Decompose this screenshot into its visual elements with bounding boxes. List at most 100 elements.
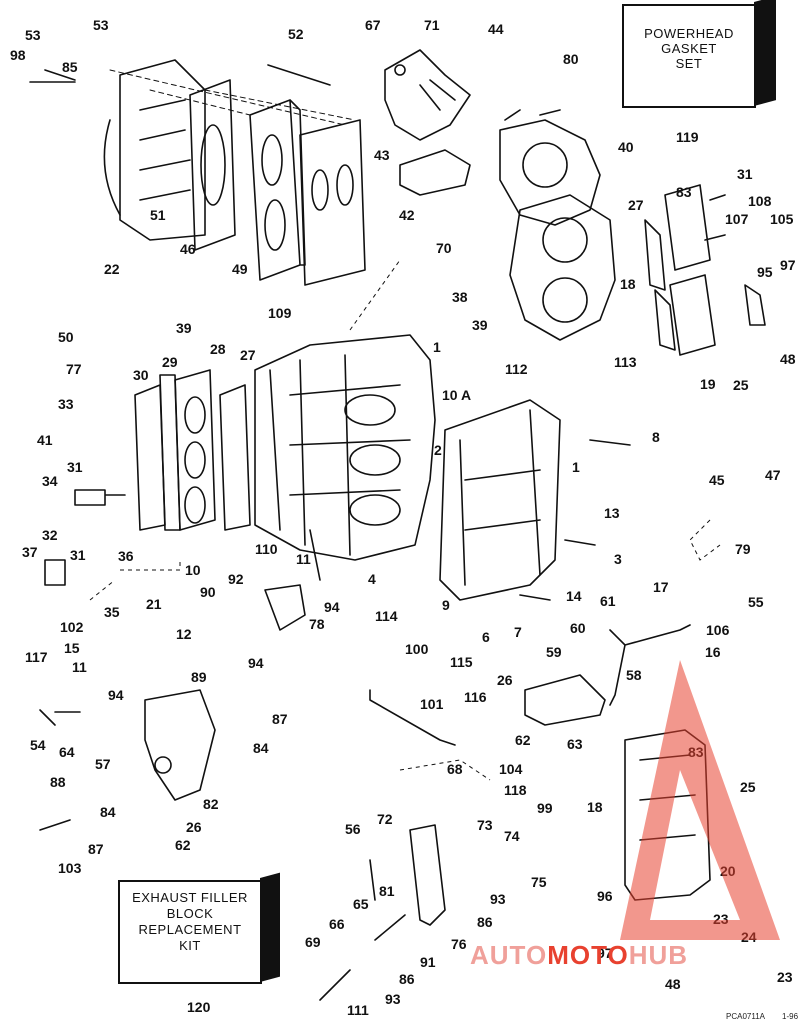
callout-label: 32 xyxy=(42,527,58,543)
callout-label: 83 xyxy=(676,184,692,200)
exhaust-filler-kit-box: EXHAUST FILLER BLOCK REPLACEMENT KIT xyxy=(118,872,280,984)
callout-label: 75 xyxy=(531,874,547,890)
callout-label: 33 xyxy=(58,396,74,412)
callout-label: 78 xyxy=(309,616,325,632)
callout-label: 43 xyxy=(374,147,390,163)
watermark-text: AUTOMOTOHUB xyxy=(470,940,688,971)
callout-label: 106 xyxy=(706,622,730,638)
callout-label: 53 xyxy=(93,17,109,33)
head-gasket-27 xyxy=(509,194,616,341)
callout-label: 27 xyxy=(240,347,256,363)
callout-label: 88 xyxy=(50,774,66,790)
watermark-part-hub: HUB xyxy=(628,940,689,970)
callout-label: 119 xyxy=(676,129,699,145)
callout-label: 68 xyxy=(447,761,463,777)
callout-label: 52 xyxy=(288,26,304,42)
callout-label: 50 xyxy=(58,329,74,345)
callout-label: 118 xyxy=(504,782,527,798)
callout-label: 86 xyxy=(399,971,415,987)
callout-label: 86 xyxy=(477,914,493,930)
callout-label: 6 xyxy=(482,629,490,645)
crankcase-half xyxy=(439,399,561,601)
callout-label: 31 xyxy=(70,547,86,563)
callout-label: 74 xyxy=(504,828,520,844)
callout-label: 94 xyxy=(324,599,340,615)
box-line: REPLACEMENT xyxy=(138,922,242,937)
callout-label: 92 xyxy=(228,571,244,587)
callout-label: 25 xyxy=(733,377,749,393)
page-number: 1-96 xyxy=(782,1012,799,1021)
callout-label: 104 xyxy=(499,761,523,777)
callout-label: 39 xyxy=(472,317,488,333)
callout-label: 70 xyxy=(436,240,452,256)
callout-label: 1 xyxy=(572,459,580,475)
callout-label: 77 xyxy=(66,361,82,377)
callout-label: 31 xyxy=(737,166,753,182)
callout-label: 48 xyxy=(665,976,681,992)
callout-label: 31 xyxy=(67,459,83,475)
callout-label: 18 xyxy=(620,276,636,292)
callout-label: 2 xyxy=(434,442,442,458)
callout-label: 63 xyxy=(567,736,583,752)
callout-label: 71 xyxy=(424,17,440,33)
box-line: GASKET xyxy=(661,41,717,56)
callout-label: 91 xyxy=(420,954,436,970)
callout-label: 38 xyxy=(452,289,468,305)
reed-valve-assembly xyxy=(664,184,711,271)
callout-label: 62 xyxy=(515,732,531,748)
callout-label: 14 xyxy=(566,588,582,604)
callout-label: 72 xyxy=(377,811,393,827)
callout-label: 21 xyxy=(146,596,162,612)
callout-label: 69 xyxy=(305,934,321,950)
callout-label: 40 xyxy=(618,139,634,155)
callout-label: 7 xyxy=(514,624,522,640)
callout-label: 84 xyxy=(253,740,269,756)
callout-label: 87 xyxy=(272,711,288,727)
callout-label: 26 xyxy=(186,819,202,835)
watermark-part-auto: AUTO xyxy=(470,940,548,970)
gasket-109 xyxy=(299,119,366,286)
callout-label: 120 xyxy=(187,999,211,1015)
callout-label: 41 xyxy=(37,432,53,448)
callout-label: 19 xyxy=(700,376,716,392)
callout-label: 44 xyxy=(488,21,504,37)
cover-plate-28 xyxy=(174,369,216,531)
callout-label: 1 xyxy=(433,339,441,355)
callout-label: 97 xyxy=(780,257,796,273)
callout-label: 65 xyxy=(353,896,369,912)
callout-label: 73 xyxy=(477,817,493,833)
callout-label: 22 xyxy=(104,261,120,277)
box-line: KIT xyxy=(179,938,201,953)
callout-label: 59 xyxy=(546,644,562,660)
callout-label: 11 xyxy=(296,551,311,567)
crankcase-block xyxy=(254,334,436,561)
callout-label: 55 xyxy=(748,594,764,610)
callout-label: 108 xyxy=(748,193,772,209)
callout-label: 42 xyxy=(399,207,415,223)
callout-label: 81 xyxy=(379,883,395,899)
callout-label: 85 xyxy=(62,59,78,75)
callout-label: 48 xyxy=(780,351,796,367)
callout-label: 10 A xyxy=(442,387,472,403)
callout-label: 112 xyxy=(505,361,528,377)
callout-label: 84 xyxy=(100,804,116,820)
box-line: BLOCK xyxy=(166,906,214,921)
callout-label: 80 xyxy=(563,51,579,67)
callout-label: 3 xyxy=(614,551,622,567)
bracket-71 xyxy=(384,49,471,141)
callout-label: 8 xyxy=(652,429,660,445)
callout-label: 94 xyxy=(248,655,264,671)
gasket-29 xyxy=(134,384,166,531)
callout-label: 93 xyxy=(490,891,506,907)
callout-label: 99 xyxy=(537,800,553,816)
callout-label: 82 xyxy=(203,796,219,812)
callout-label: 15 xyxy=(64,640,80,656)
powerhead-gasket-set-box: POWERHEAD GASKET SET xyxy=(622,0,776,108)
callout-label: 58 xyxy=(626,667,642,683)
callout-label: 57 xyxy=(95,756,111,772)
callout-label: 12 xyxy=(176,626,192,642)
figure-code: PCA0711A xyxy=(726,1012,765,1021)
gasket-27b xyxy=(219,384,251,531)
callout-label: 61 xyxy=(600,593,616,609)
gasket-plate-46 xyxy=(189,79,236,251)
